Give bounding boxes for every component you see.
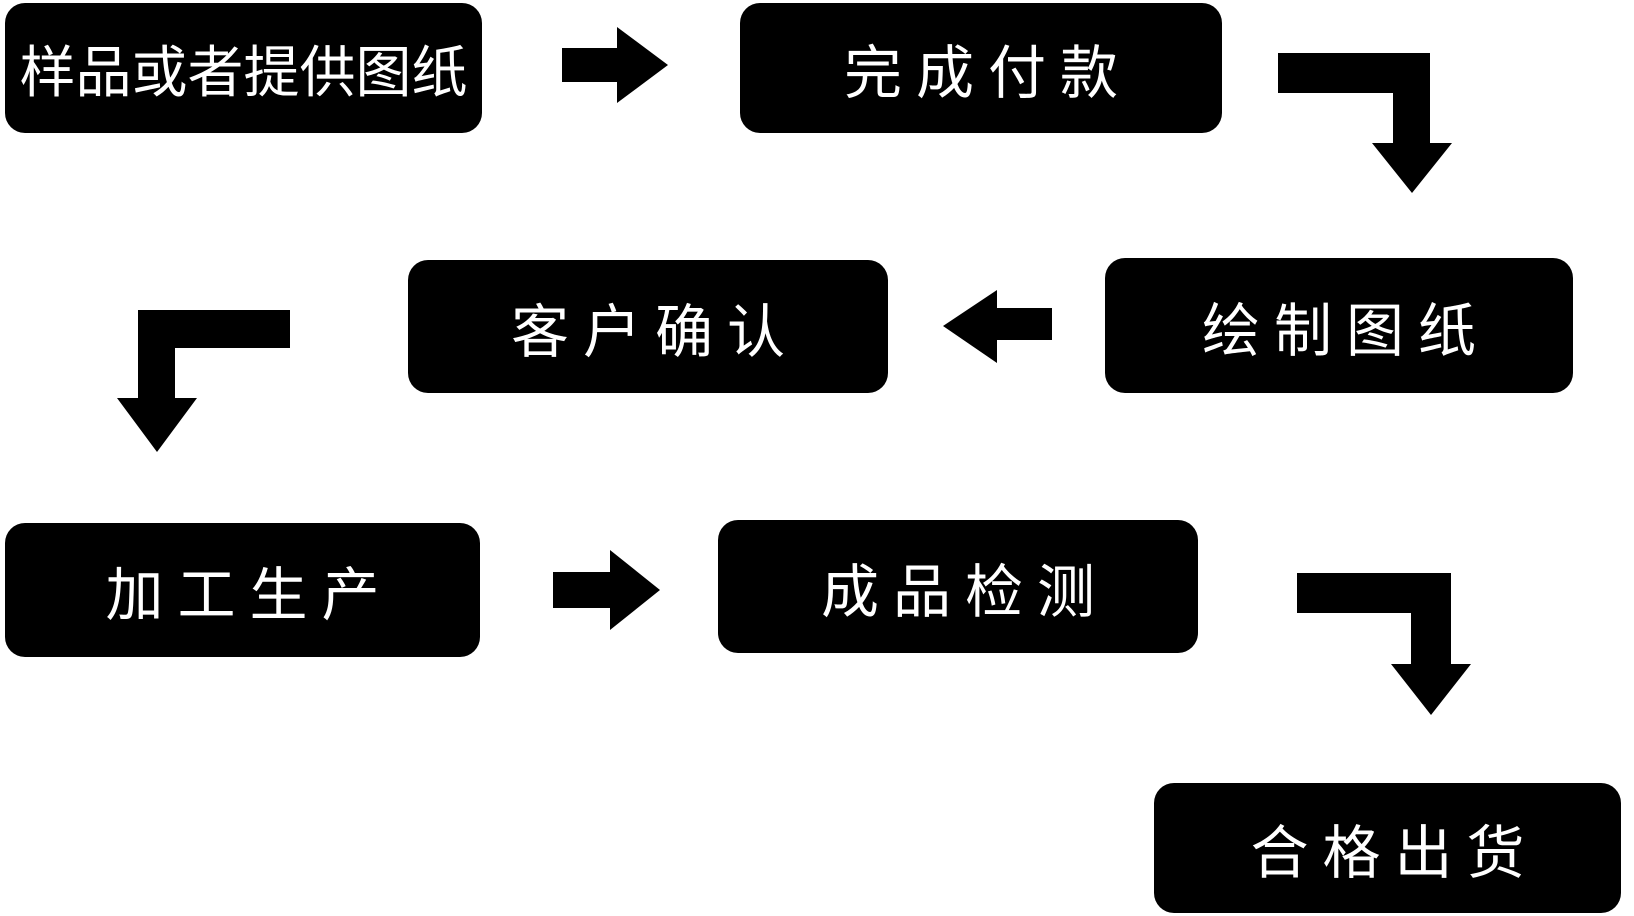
flow-node-label: 合格出货 — [1250, 821, 1539, 886]
flow-node-qualified-shipment: 合格出货 — [1154, 783, 1621, 913]
flow-node-processing-production: 加工生产 — [5, 523, 480, 657]
flow-node-sample-or-drawing: 样品或者提供图纸 — [5, 3, 482, 133]
arrow-elbow-down-icon — [117, 310, 290, 452]
arrow-right-icon — [562, 27, 668, 103]
flow-node-label: 加工生产 — [105, 563, 394, 628]
arrow-elbow-down-icon — [1278, 53, 1452, 193]
arrow-left-icon — [943, 290, 1052, 363]
flow-node-complete-payment: 完成付款 — [740, 3, 1222, 133]
flow-node-customer-confirmation: 客户确认 — [408, 260, 888, 393]
flow-node-label: 成品检测 — [820, 559, 1109, 625]
arrow-right-icon — [553, 550, 660, 630]
flow-node-finished-product-inspection: 成品检测 — [718, 520, 1198, 653]
flow-node-label: 样品或者提供图纸 — [19, 40, 468, 104]
flow-node-draw-drawings: 绘制图纸 — [1105, 258, 1573, 393]
arrow-elbow-down-icon — [1297, 573, 1471, 715]
flow-node-label: 完成付款 — [843, 41, 1132, 106]
flow-node-label: 绘制图纸 — [1201, 298, 1490, 364]
flow-node-label: 客户确认 — [510, 299, 799, 365]
